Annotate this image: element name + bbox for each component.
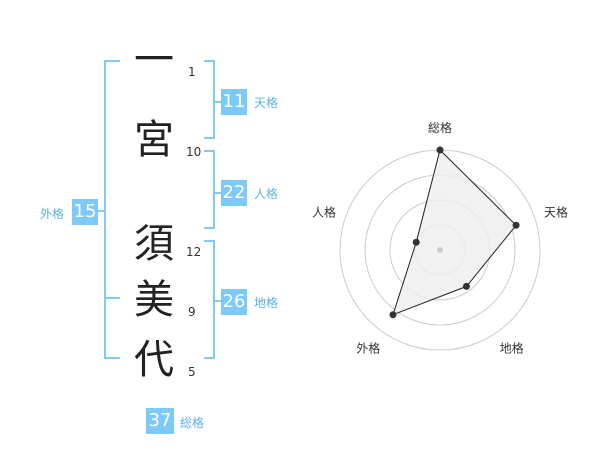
chi-bracket-tick [213, 300, 221, 302]
stroke-count-2: 10 [186, 145, 202, 159]
chi-bracket-top [204, 240, 215, 242]
jin-bracket-vertical [213, 150, 215, 229]
radar-center-dot [437, 247, 443, 253]
name-char-3: 須 [134, 221, 174, 267]
jin-bracket-bottom [204, 227, 215, 229]
radar-point-4 [389, 311, 397, 319]
ten-badge: 11 [221, 89, 247, 115]
stroke-count-1: 1 [188, 65, 196, 79]
name-char-2: 宮 [134, 117, 174, 163]
jin-badge: 22 [221, 180, 247, 206]
sou-badge: 37 [146, 408, 174, 434]
gai-bracket-tick [98, 210, 106, 212]
ten-bracket-bottom [204, 137, 215, 139]
ten-bracket-vertical [213, 60, 215, 139]
gai-bracket-divider [104, 297, 120, 299]
radar-point-2 [512, 221, 520, 229]
chi-bracket-bottom [204, 357, 215, 359]
jin-bracket-tick [213, 192, 221, 194]
ten-bracket-tick [213, 101, 221, 103]
gai-bracket-bottom [104, 357, 120, 359]
radar-axis-label-4: 外格 [356, 341, 380, 356]
gai-bracket-top [104, 60, 120, 62]
radar-point-5 [412, 238, 420, 246]
radar-axis-label-3: 地格 [500, 341, 524, 356]
stroke-count-5: 5 [188, 365, 196, 379]
sou-label: 総格 [180, 416, 205, 430]
chi-badge: 26 [221, 289, 247, 315]
radar-axis-label-2: 天格 [544, 204, 568, 219]
radar-area [392, 149, 517, 316]
ten-bracket-top [204, 60, 215, 62]
chi-bracket-vertical [213, 240, 215, 359]
stroke-count-4: 9 [188, 305, 196, 319]
radar-axis-label-5: 人格 [312, 204, 336, 219]
chi-label: 地格 [254, 296, 279, 310]
stroke-count-3: 12 [186, 245, 202, 259]
name-char-1: 一 [134, 37, 174, 83]
gai-label: 外格 [40, 207, 65, 221]
radar-axis-label-1: 総格 [428, 120, 452, 135]
jin-bracket-top [204, 150, 215, 152]
name-char-5: 代 [134, 337, 174, 383]
gai-badge: 15 [72, 199, 98, 225]
radar-point-1 [436, 146, 444, 154]
gai-bracket-vertical [104, 60, 106, 359]
jin-label: 人格 [254, 187, 279, 201]
name-char-4: 美 [134, 277, 174, 323]
ten-label: 天格 [254, 96, 279, 110]
radar-point-3 [462, 282, 470, 290]
